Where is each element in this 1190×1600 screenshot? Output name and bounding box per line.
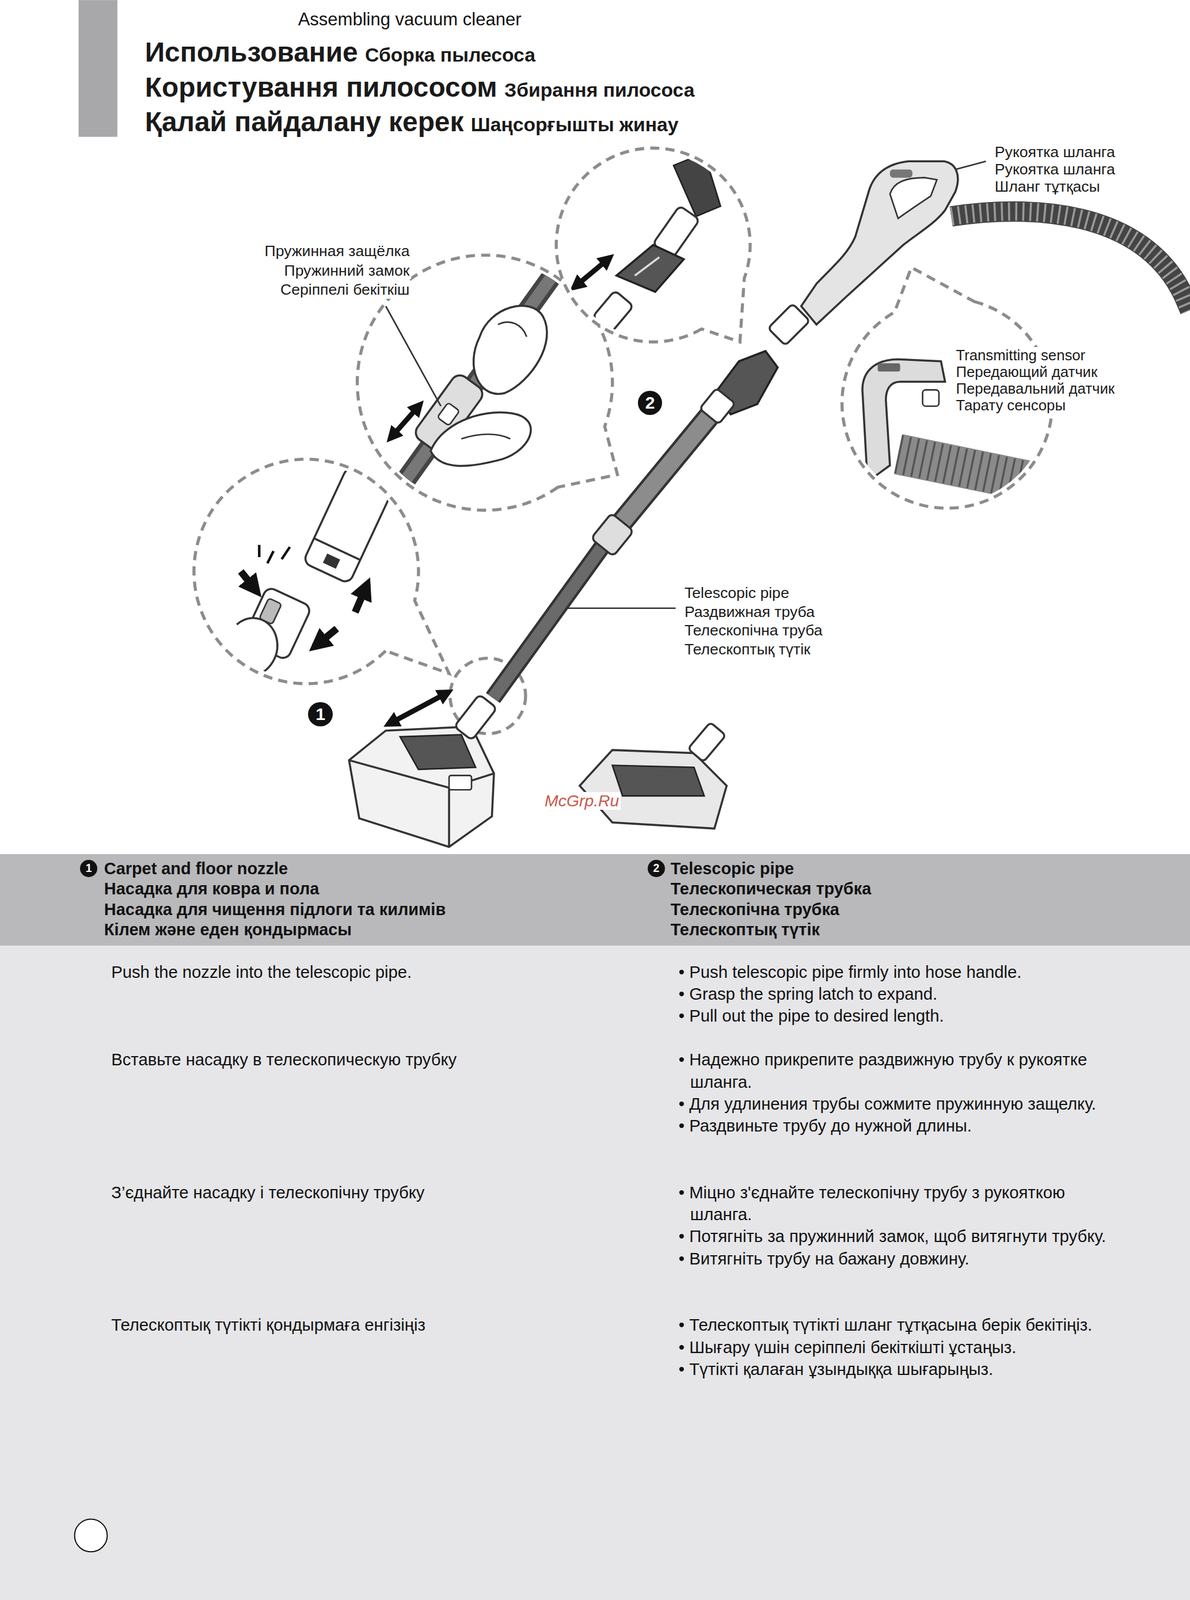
part-label: Раздвижная труба xyxy=(682,603,817,622)
section-subtitle: Сборка пылесоса xyxy=(365,45,536,66)
instruction-step: • Push telescopic pipe firmly into hose … xyxy=(678,961,1120,984)
section-title: Користування пилососом xyxy=(145,73,498,102)
part-label: Передавальний датчик xyxy=(954,380,1117,398)
leader-line xyxy=(565,607,676,610)
title-bar xyxy=(78,0,118,138)
heading-text: Телескопическая трубка xyxy=(670,879,872,899)
heading-text: Насадка для чищення підлоги та килимів xyxy=(104,900,446,920)
part-label: Transmitting sensor xyxy=(954,347,1088,364)
instruction-text: Телескоптық түтікті қондырмаға енгізіңіз xyxy=(111,1314,653,1337)
heading-text: Насадка для ковра и пола xyxy=(104,879,320,899)
page-title: Assembling vacuum cleaner xyxy=(298,10,522,29)
heading-text: Телескопічна трубка xyxy=(670,900,840,920)
part-label: Рукоятка шланга xyxy=(993,143,1117,162)
instruction-step: • Міцно з'єднайте телескопічну трубу з р… xyxy=(678,1181,1120,1227)
page-number-circle xyxy=(72,1517,110,1555)
instruction-step: • Для удлинения трубы сожмите пружинную … xyxy=(678,1093,1120,1116)
part-label: Пружинний замок xyxy=(282,262,412,280)
part-label: Telescopic pipe xyxy=(682,584,792,603)
instruction-text: Push the nozzle into the telescopic pipe… xyxy=(111,961,653,984)
spring-latch-detail xyxy=(389,249,572,489)
instruction-step: • Раздвиньте трубу до нужной длины. xyxy=(678,1115,1120,1138)
handle-connection-detail xyxy=(573,142,735,333)
part-label: Тарату сенсоры xyxy=(954,397,1068,414)
part-label: Шланг тұтқасы xyxy=(993,178,1102,196)
part-label: Телескопічна труба xyxy=(682,622,825,640)
instruction-text: З’єднайте насадку і телескопічну трубку xyxy=(111,1181,653,1204)
instruction-step: • Түтікті қалаған ұзындыққа шығарыңыз. xyxy=(678,1358,1120,1381)
hose-handle xyxy=(801,161,958,325)
part-label: Серіппелі бекіткіш xyxy=(278,281,412,299)
instruction-step: • Grasp the spring latch to expand. xyxy=(678,983,1120,1006)
section-subtitle: Шаңсорғышты жинау xyxy=(470,115,679,135)
heading-text: Телескоптық түтік xyxy=(670,920,820,940)
instruction-panel: Push the nozzle into the telescopic pipe… xyxy=(0,945,1190,1600)
callout-number: 2 xyxy=(637,390,663,416)
heading-text: Кілем және еден қондырмасы xyxy=(104,920,352,940)
instruction-step: • Телескоптық түтікті шланг тұтқасына бе… xyxy=(678,1314,1120,1337)
part-label: Рукоятка шланга xyxy=(993,161,1117,179)
leader-line xyxy=(385,306,441,407)
section-subtitle: Збирання пилососа xyxy=(504,80,695,101)
instruction-step: • Потягніть за пружинний замок, щоб витя… xyxy=(678,1225,1120,1248)
heading-text: Telescopic pipe xyxy=(670,859,795,879)
leader-line xyxy=(955,161,986,170)
heading-text: Carpet and floor nozzle xyxy=(104,859,288,879)
instruction-step: • Pull out the pipe to desired length. xyxy=(678,1005,1120,1028)
instruction-step: • Шығару үшін серіппелі бекіткішті ұстаң… xyxy=(678,1336,1120,1359)
instruction-text: Вставьте насадку в телескопическую трубк… xyxy=(111,1048,653,1071)
callout-number: 1 xyxy=(80,860,98,878)
table-header-band: 1 Carpet and floor nozzleНасадка для ковр… xyxy=(0,854,1190,947)
page-number-circle xyxy=(74,1519,108,1553)
section-title: Қалай пайдалану керек xyxy=(145,108,465,136)
callout-number: 2 xyxy=(647,860,665,878)
nozzle-view xyxy=(579,722,727,830)
section-title: Использование xyxy=(145,38,359,67)
watermark: McGrp.Ru xyxy=(542,792,621,811)
part-label: Пружинная защёлка xyxy=(263,242,412,261)
instruction-step: • Надежно прикрепите раздвижную трубу к … xyxy=(678,1048,1120,1094)
part-label: Передающий датчик xyxy=(954,363,1100,381)
instruction-step: • Витягніть трубу на бажану довжину. xyxy=(678,1248,1120,1271)
floor-nozzle xyxy=(348,694,497,847)
part-label: Телескоптық түтік xyxy=(682,641,813,659)
hose xyxy=(951,211,1190,311)
nozzle-release-detail xyxy=(224,453,405,678)
callout-number: 1 xyxy=(308,702,333,728)
